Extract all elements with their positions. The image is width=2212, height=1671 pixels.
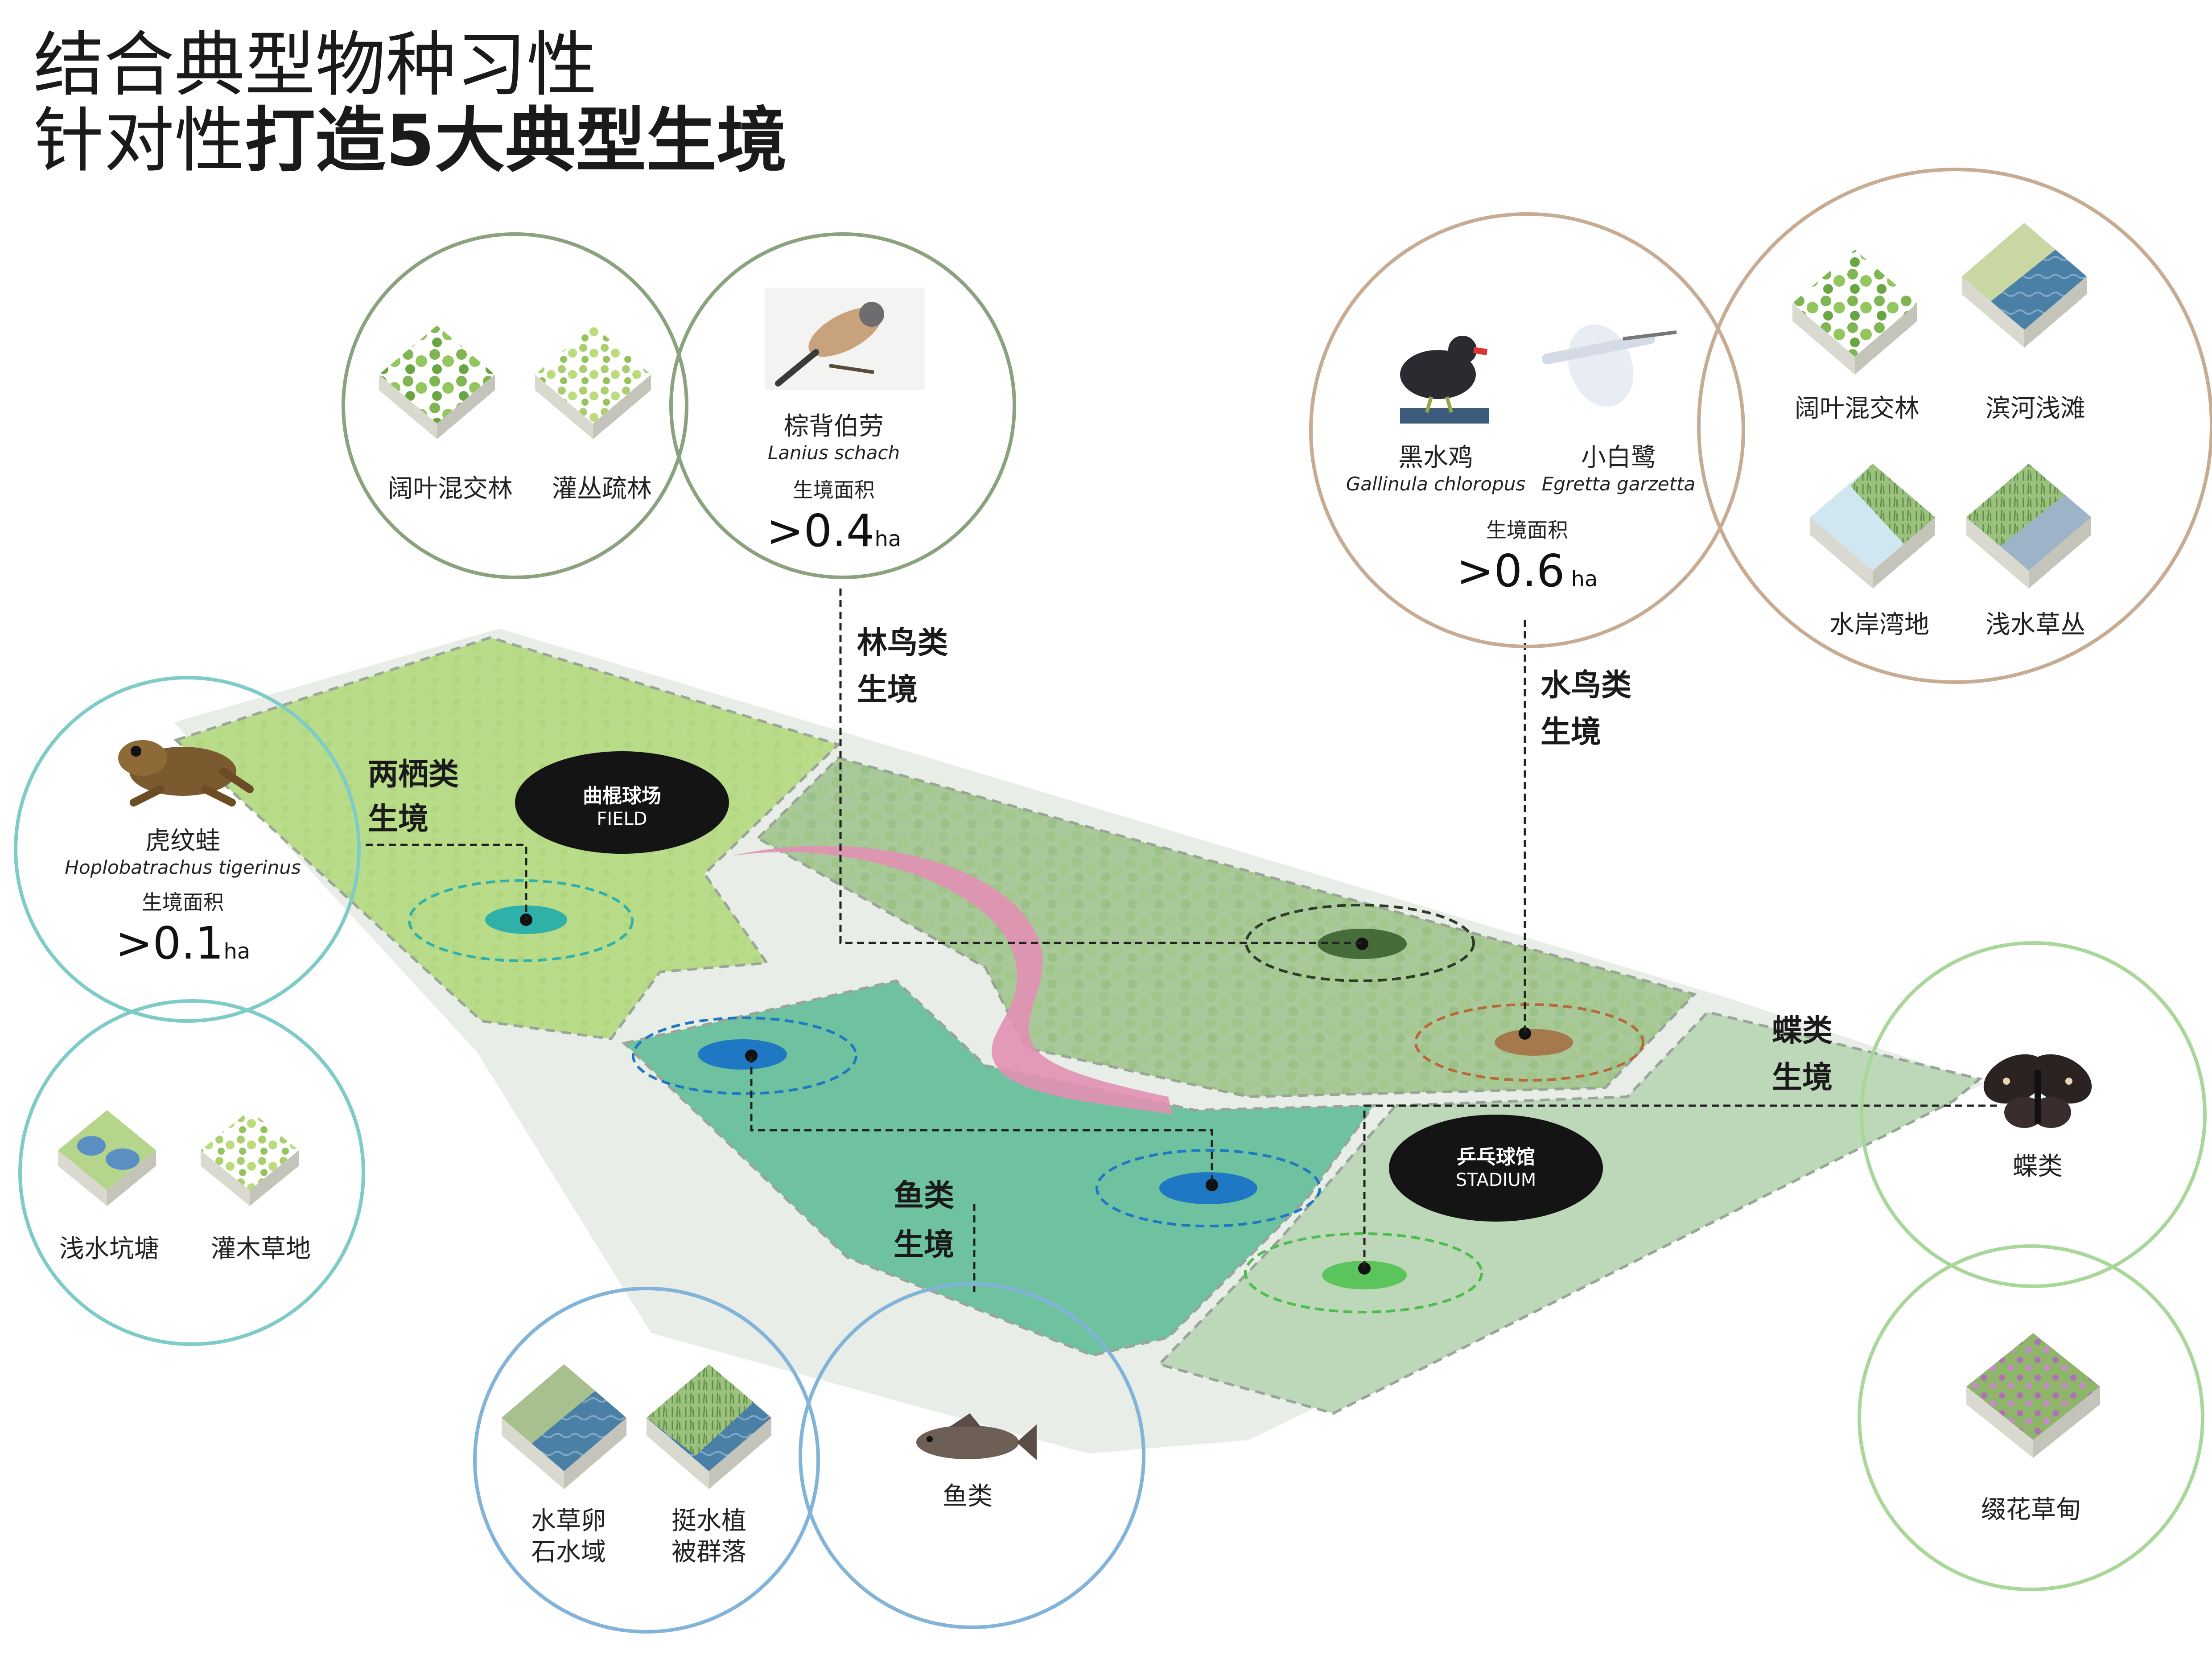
shrub-grass-block-icon [201, 1110, 299, 1206]
marker-water-bird [1414, 1003, 1644, 1082]
fish-type-1: 水草卵石水域 [531, 1506, 606, 1567]
fish-name: 鱼类 [943, 1482, 993, 1511]
butterfly-habitat-type: 缀花草甸 [1981, 1495, 2081, 1524]
shrike-area-value: >0.4 [766, 505, 875, 557]
river-shoal-block-icon [1962, 223, 2087, 348]
amphibian-type-1: 浅水坑塘 [59, 1235, 159, 1264]
frog-latin: Hoplobatrachus tigerinus [65, 856, 301, 878]
habitat-water-bird-label: 水鸟类生境 [1541, 668, 1631, 750]
pond-block-icon [58, 1110, 156, 1206]
site-map: 曲棍球场 FIELD 乒乓球馆 STADIUM [173, 589, 1998, 1453]
water-bird-habitat-circle: 阔叶混交林 滨河浅滩 水岸湾地 浅水草丛 [1697, 168, 2212, 684]
bank-bay-block-icon [1810, 464, 1935, 589]
moorhen-name: 黑水鸡 [1398, 443, 1473, 472]
forest-habitat-circle: 阔叶混交林 灌丛疏林 [342, 232, 688, 579]
habitat-amphibian-label: 两栖类生境 [368, 757, 459, 837]
wb-type-2: 滨河浅滩 [1985, 394, 2085, 423]
moorhen-photo [1400, 336, 1489, 424]
stadium-oval [1389, 1115, 1603, 1222]
moorhen-latin: Gallinula chloropus [1346, 473, 1526, 495]
field-label-cn: 曲棍球场 [583, 785, 661, 807]
wb-type-3: 水岸湾地 [1829, 610, 1929, 639]
stadium-label-cn: 乒乓球馆 [1457, 1146, 1535, 1169]
frog-photo [118, 740, 254, 807]
frog-area-label: 生境面积 [142, 890, 224, 914]
marker-butterfly [1244, 1232, 1483, 1313]
title-line2-normal: 针对性 [33, 100, 245, 182]
butterfly-circle: 蝶类 [1860, 941, 2207, 1288]
fish-circle: 鱼类 [799, 1282, 1145, 1629]
butterfly-name: 蝶类 [2013, 1152, 2063, 1181]
marker-fish-2 [1096, 1149, 1321, 1227]
amphibian-habitat-circle: 浅水坑塘 灌木草地 [18, 999, 365, 1346]
egret-name: 小白鹭 [1581, 443, 1656, 472]
forest-block-icon [379, 325, 495, 439]
wb-forest-block-icon [1792, 250, 1917, 375]
habitat-fish-label: 鱼类生境 [894, 1178, 954, 1263]
habitat-butterfly-label: 蝶类生境 [1772, 1013, 1833, 1095]
frog-name: 虎纹蛙 [145, 827, 220, 856]
title-line2-bold: 打造5大典型生境 [245, 100, 787, 182]
fish-habitat-circle: 水草卵石水域 挺水植被群落 [473, 1287, 820, 1634]
forest-type-2: 灌丛疏林 [552, 474, 652, 503]
amphibian-type-2: 灌木草地 [211, 1235, 311, 1264]
shrike-name: 棕背伯劳 [784, 412, 884, 441]
egret-latin: Egretta garzetta [1542, 473, 1696, 495]
title-line1: 结合典型物种习性 [33, 24, 597, 106]
fish-photo [916, 1413, 1037, 1460]
shrike-area: >0.4ha [766, 505, 902, 557]
shrike-latin: Lanius schach [768, 442, 900, 464]
frog-area-value: >0.1 [115, 917, 224, 969]
shrike-area-label: 生境面积 [793, 478, 875, 502]
shrike-photo [765, 288, 925, 390]
habitat-forest-bird-label: 林鸟类生境 [857, 626, 948, 708]
water-bird-area-label: 生境面积 [1486, 518, 1568, 542]
forest-type-1: 阔叶混交林 [388, 474, 513, 503]
shrike-area-unit: ha [874, 527, 901, 552]
shallow-grass-block-icon [1966, 464, 2091, 589]
field-oval [515, 751, 729, 854]
title-line2: 针对性打造5大典型生境 [33, 100, 787, 182]
wb-type-4: 浅水草丛 [1985, 610, 2085, 639]
butterfly-photo [1983, 1054, 2092, 1128]
flower-meadow-block-icon [1966, 1333, 2100, 1458]
frog-area-unit: ha [223, 939, 250, 964]
water-bird-area-value: >0.6 [1457, 545, 1565, 597]
shrike-circle: 棕背伯劳 Lanius schach 生境面积 >0.4ha [669, 232, 1016, 579]
leader-lines [366, 589, 1998, 1293]
field-label-en: FIELD [597, 809, 647, 829]
frog-area: >0.1ha [115, 917, 251, 969]
frog-circle: 虎纹蛙 Hoplobatrachus tigerinus 生境面积 >0.1ha [14, 676, 361, 1023]
egret-photo [1542, 324, 1677, 407]
stadium-label-en: STADIUM [1456, 1170, 1536, 1190]
shrub-woodland-block-icon [535, 325, 651, 439]
zone-fish [621, 979, 1376, 1357]
water-bird-area-unit: ha [1571, 567, 1598, 592]
fish-type-2: 挺水植被群落 [671, 1506, 746, 1567]
butterfly-habitat-circle: 缀花草甸 [1858, 1244, 2204, 1591]
emergent-plant-block-icon [647, 1364, 771, 1489]
wb-type-1: 阔叶混交林 [1795, 394, 1920, 423]
aquatic-weed-block-icon [502, 1364, 626, 1489]
water-bird-circle: 黑水鸡 Gallinula chloropus 小白鹭 Egretta garz… [1309, 212, 1745, 648]
